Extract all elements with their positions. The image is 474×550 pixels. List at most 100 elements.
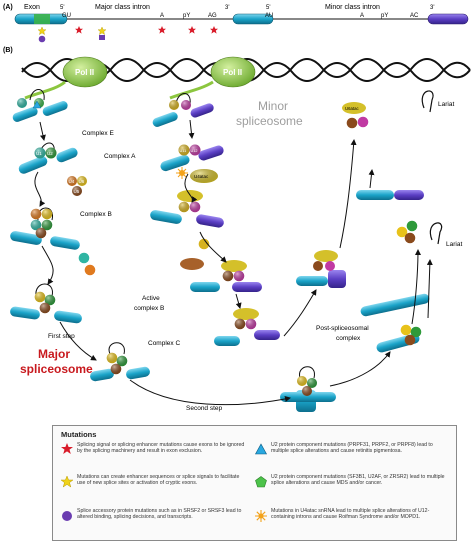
spliced-mrna-major (360, 293, 430, 317)
yellow-star-icon (61, 476, 73, 488)
legend-item-4: U2 protein component mutations (PRPF31, … (271, 442, 433, 455)
post-spliceosomal-label-1: Post-spliceosomal (316, 325, 369, 332)
released-minor-snrnps: U6atac (342, 102, 369, 129)
red-star-icon (75, 26, 83, 34)
svg-text:U6atac: U6atac (345, 106, 359, 111)
branch-a-site-2: A (360, 13, 364, 19)
legend-item-6: Mutations in U4atac snRNA lead to multip… (271, 508, 430, 521)
lariat-label: Lariat (438, 101, 454, 108)
released-u1 (78, 252, 90, 264)
blue-triangle-icon (255, 443, 267, 455)
complex-a-major: U1 U2 (18, 142, 78, 174)
pol-ii-label: Pol II (223, 68, 242, 77)
active-complex-b-label-1: Active (142, 295, 160, 302)
pol-ii-label: Pol II (75, 68, 94, 77)
released-u4atac (180, 258, 204, 270)
minor-active-complex-b (190, 260, 262, 292)
panel-a-label: (A) (3, 4, 13, 11)
minor-exon (427, 13, 469, 25)
minor-complex-b (150, 190, 224, 228)
mutations-legend: Mutations Splicing signal or splicing en… (52, 425, 457, 541)
svg-text:U4atac: U4atac (194, 174, 209, 179)
legend-item-5: U2 protein component mutations (SF3B1, U… (271, 474, 445, 487)
three-prime-label-2: 3' (430, 5, 434, 11)
pathway-arrows (34, 119, 433, 406)
legend-title: Mutations (61, 430, 97, 439)
lariat-icon (421, 90, 434, 113)
red-star-icon (158, 26, 166, 34)
minor-complex-e (152, 93, 214, 127)
first-step-complex (10, 283, 82, 324)
green-pentagon-icon (255, 476, 267, 488)
red-star-icon (61, 443, 73, 454)
pol-ii-minor (210, 56, 256, 88)
released-major-snrnps (396, 220, 418, 244)
nascent-rna-minor (169, 80, 214, 100)
major-title-1: Major (38, 347, 70, 361)
u4atac-snrnp: U4atac (176, 167, 218, 183)
legend-item-3: Splice accessory protein mutations such … (77, 508, 242, 521)
panel-b: (B) Pol II Pol II Complex E (3, 47, 471, 412)
panel-b-label: (B) (3, 47, 13, 54)
complex-a-label: Complex A (104, 153, 136, 160)
exon-enhancer-region (34, 14, 50, 24)
major-intron-label: Major class intron (95, 4, 150, 11)
purple-square-icon (99, 35, 105, 40)
lariat-label-2: Lariat (446, 241, 462, 248)
five-prime-label-2: 5' (266, 5, 270, 11)
yellow-star-icon (97, 26, 107, 36)
svg-text:U6: U6 (79, 179, 85, 184)
polypyrimidine-site-2: pY (381, 13, 388, 19)
svg-text:U4: U4 (69, 179, 75, 184)
minor-complex-a: U11 U12 (160, 144, 224, 172)
legend-item-1: Splicing signal or splicing enhancer mut… (77, 442, 245, 455)
complex-c-major (90, 342, 150, 382)
post-spliceosomal-label-2: complex (336, 335, 361, 342)
red-star-icon (188, 26, 196, 34)
complex-e-label: Complex E (82, 130, 114, 137)
active-complex-b-label-2: complex B (134, 305, 164, 312)
legend-item-2: Mutations can create enhancer sequences … (77, 474, 240, 487)
tri-snrnp: U4 U6 U5 (67, 176, 87, 196)
major-title-2: spliceosome (20, 362, 93, 376)
spliced-mrna-minor-left (356, 190, 394, 200)
svg-text:U2: U2 (47, 151, 53, 156)
five-prime-label: 5' (60, 5, 64, 11)
final-major-complex (376, 324, 422, 353)
orange-burst-icon (255, 510, 267, 522)
polypyrimidine-site: pY (183, 13, 190, 19)
pre-mrna-complex-e (12, 89, 68, 122)
yellow-star-icon (37, 26, 47, 36)
au-site: AU (265, 13, 273, 19)
complex-b-label: Complex B (80, 211, 112, 218)
svg-text:U5: U5 (74, 189, 80, 194)
second-step-label: Second step (186, 405, 223, 412)
pol-ii-major (62, 56, 108, 88)
svg-text:U11: U11 (180, 149, 187, 153)
minor-complex-c (214, 308, 280, 346)
complex-b-major (10, 207, 80, 250)
svg-text:U1: U1 (36, 151, 42, 156)
panel-a: (A) Exon Major class intron Minor class … (3, 4, 469, 43)
released-u11 (198, 238, 210, 250)
minor-title-2: spliceosome (236, 114, 303, 128)
minor-post-spliceosomal (296, 250, 346, 288)
minor-intron-label: Minor class intron (325, 4, 380, 11)
minor-title-1: Minor (258, 99, 288, 113)
post-spliceosomal-complex (280, 366, 336, 412)
red-star-icon (210, 26, 218, 34)
ac-site: AC (410, 13, 419, 19)
three-prime-label: 3' (225, 5, 229, 11)
exon-label: Exon (24, 4, 40, 11)
purple-dot-icon (38, 35, 46, 43)
lariat-icon-2 (429, 222, 443, 245)
orange-burst-icon (176, 167, 188, 179)
nascent-rna (24, 80, 66, 100)
first-step-label: First step (48, 333, 75, 340)
released-u4 (84, 264, 96, 276)
spliced-mrna-minor-right (394, 190, 424, 200)
purple-dot-icon (62, 511, 72, 521)
complex-c-label: Complex C (148, 340, 180, 347)
